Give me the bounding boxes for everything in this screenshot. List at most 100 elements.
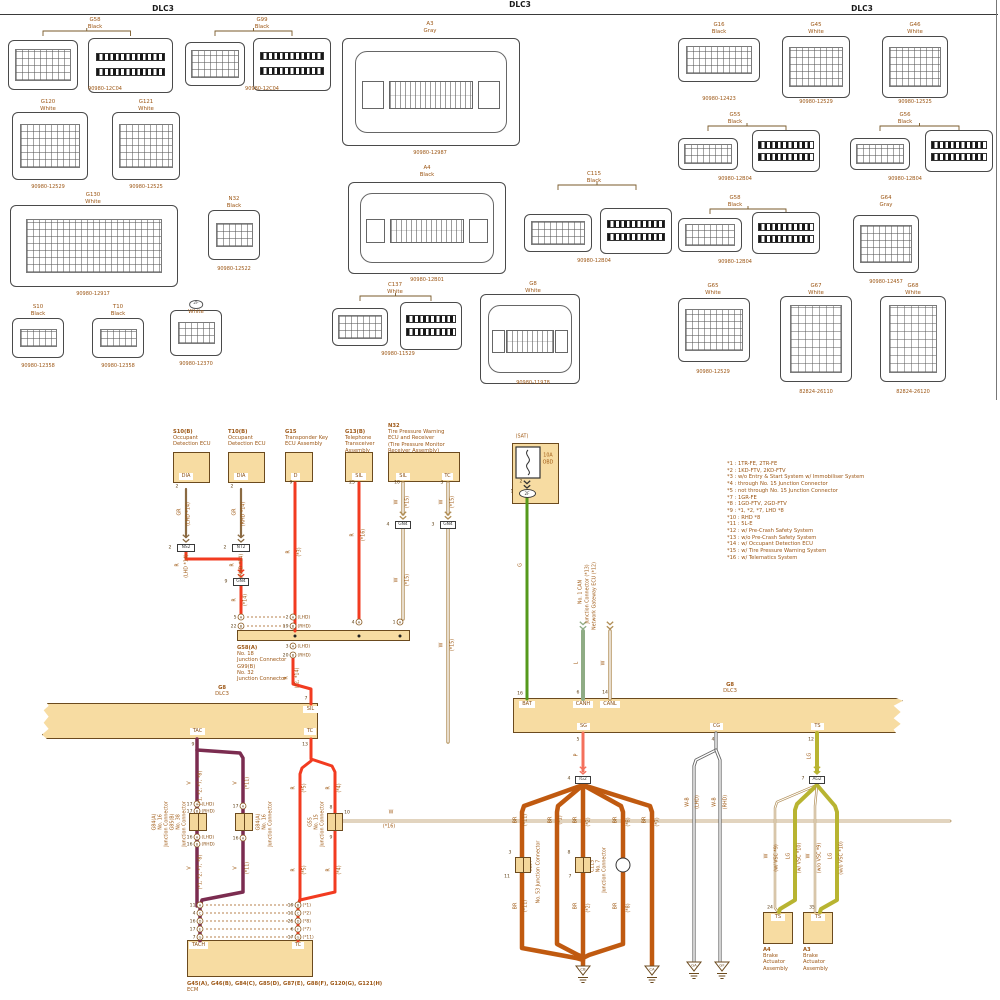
connector-part-number: 90980-11529	[381, 351, 415, 357]
pin-number: 2	[223, 545, 227, 551]
connector-name: G45	[810, 22, 822, 28]
pin-number: 3	[431, 522, 435, 528]
connector-name: G68	[907, 283, 919, 289]
pin-number: 1	[510, 489, 514, 495]
junction-connector-box	[235, 813, 253, 831]
note-line: *13 : w/o Pre-Crash Safety System	[727, 534, 817, 541]
pin-grid	[684, 224, 736, 246]
pin-name-tag: DIA	[234, 473, 248, 480]
note-line: *10 : RHD *8	[727, 514, 761, 521]
connector-color: White	[525, 287, 541, 294]
connector-part-number: 90980-12370	[179, 361, 213, 367]
pin-grid	[389, 219, 465, 243]
title-line: G99(B)	[237, 663, 256, 670]
connector-color: Black	[30, 310, 46, 317]
connector-g120	[12, 112, 88, 180]
connector-part-number: 90980-12529	[696, 369, 730, 375]
connector-color: Black	[226, 202, 242, 209]
connector-ring	[359, 192, 495, 264]
connector-color: White	[138, 105, 154, 112]
pin-strip	[758, 141, 814, 150]
pin-number: 5	[576, 737, 580, 743]
connector-name: G58	[89, 17, 101, 23]
connector-part-number: 90980-12358	[21, 363, 55, 369]
connector-part-number: 90980-12917	[76, 291, 110, 297]
pin-name-tag: TC	[304, 728, 316, 735]
header-dlc3-right: DLC3	[847, 4, 877, 13]
connector-c115	[524, 214, 592, 252]
pin-grid	[686, 45, 752, 75]
pin-name-tag: DIA	[179, 473, 193, 480]
title-line: Transponder Key	[285, 435, 329, 442]
note-line: *12 : w/ Pre-Crash Safety System	[727, 528, 814, 535]
connector-g65	[678, 298, 750, 362]
connector-color: White	[188, 308, 204, 315]
connector-name: G16	[713, 22, 725, 28]
relay-block-oval: 2F	[518, 488, 536, 498]
connector-2f	[170, 310, 222, 356]
connector-color: White	[808, 28, 824, 35]
wire-label: 10A	[543, 453, 553, 459]
pin-strip	[606, 232, 666, 241]
pin-grid	[506, 330, 554, 354]
pin-grid	[856, 143, 904, 165]
connector-part-number: 90980-12423	[702, 96, 736, 102]
title-line: N32	[388, 423, 400, 429]
pin-grid	[684, 143, 732, 165]
connector-g55	[678, 138, 738, 170]
pin-strip	[606, 220, 666, 229]
pin-number: 8	[329, 805, 333, 811]
pin-grid	[118, 123, 174, 169]
connector-name: C137	[387, 282, 403, 288]
title-line: Brake	[763, 953, 778, 960]
title-line: DLC3	[723, 688, 737, 695]
pin-number: 10	[344, 810, 350, 816]
connector-c137	[400, 302, 462, 350]
title-line: Occupant	[173, 435, 198, 442]
pin-name-tag: TS	[771, 914, 785, 921]
connector-ring	[355, 50, 507, 134]
pin-number: 12	[808, 737, 814, 743]
pin-strip	[260, 66, 324, 75]
pin-pad	[468, 219, 488, 243]
pin-number: 13	[302, 742, 308, 748]
connector-g56	[850, 138, 910, 170]
connector-part-number: 90980-12529	[31, 184, 65, 190]
connector-name: G55	[729, 112, 741, 118]
connector-g55	[752, 130, 820, 172]
inline-connector: NT2	[232, 544, 250, 552]
connector-color: White	[40, 105, 56, 112]
pin-strip	[95, 52, 166, 61]
connector-g99	[185, 42, 245, 86]
title-line: ECM	[187, 987, 199, 994]
title-line: G8	[726, 682, 734, 688]
connector-g99	[253, 38, 331, 91]
pin-grid	[530, 220, 586, 246]
pin-number: 9	[191, 742, 195, 748]
wire-label: OBD	[542, 460, 554, 466]
note-line: *16 : w/ Telematics System	[727, 554, 798, 561]
note-line: *14 : w/ Occupant Detection ECU	[727, 541, 813, 548]
connector-part-number: 90980-12529	[799, 99, 833, 105]
connector-name: A3	[426, 21, 434, 27]
connector-name: G130	[85, 192, 101, 198]
pin-number: 9	[289, 480, 293, 486]
connector-name: G56	[899, 112, 911, 118]
pin-strip	[758, 223, 814, 232]
title-line: No. 18	[237, 651, 254, 658]
pin-grid	[889, 305, 937, 373]
pin-name-tag: SIL	[303, 706, 318, 713]
